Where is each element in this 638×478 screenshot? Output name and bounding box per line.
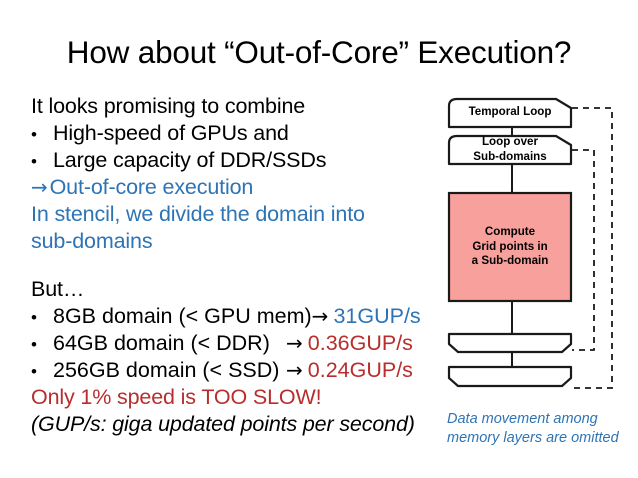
list-item: • High-speed of GPUs and [31,120,431,147]
node-compute-grid-points[interactable] [447,191,573,303]
but-label: But… [31,277,85,301]
node-inner-loop-end[interactable] [447,332,573,354]
node-loop-over-subdomains[interactable] [447,134,573,166]
conclusion-line: →Out-of-core execution [31,174,431,201]
inner-loop-back-connector [572,149,595,351]
node-label-loop-over-subdomains: Loop over Sub-domains [449,135,571,164]
node-outer-loop-end[interactable] [447,365,573,388]
too-slow-statement: Only 1% speed is TOO SLOW! [31,385,322,409]
perf-config-label: 8GB domain (< GPU mem) [53,304,312,328]
right-arrow-icon: → [31,175,48,199]
conclusion-label: Out-of-core execution [49,175,254,199]
table-row: • 8GB domain (< GPU mem) → 31GUP/s [31,303,431,330]
table-row: • 64GB domain (< DDR) → 0.36GUP/s [31,330,431,357]
list-item-label: Large capacity of DDR/SSDs [53,148,327,172]
perf-config-label: 256GB domain (< SSD) [53,358,280,382]
bullet-marker-icon: • [31,308,37,327]
body-text-column: It looks promising to combine • High-spe… [31,93,431,438]
node-label-line: a Sub-domain [471,254,549,267]
bullet-marker-icon: • [31,125,37,144]
node-temporal-loop[interactable] [447,97,573,129]
flowchart-caption-line: memory layers are omitted [447,430,619,446]
text-spacer [31,255,431,276]
node-label-line: Loop over [481,135,539,148]
stencil-line-1: In stencil, we divide the domain into [31,202,365,226]
perf-value: 0.36GUP/s [307,331,413,355]
node-label-line: Grid points in [472,239,548,253]
perf-value: 31GUP/s [333,304,421,328]
bullet-marker-icon: • [31,362,37,381]
flowchart-caption: Data movement among memory layers are om… [447,410,637,448]
page-title: How about “Out-of-Core” Execution? [66,34,572,70]
list-item-label: High-speed of GPUs and [53,121,289,145]
perf-config-label: 64GB domain (< DDR) [53,331,270,355]
bullet-marker-icon: • [31,335,37,354]
perf-value: 0.24GUP/s [307,358,413,382]
flowchart-caption-line: Data movement among [447,411,598,427]
node-label-compute-grid-points: Compute Grid points in a Sub-domain [449,225,571,269]
node-label-line: Sub-domains [473,149,547,163]
right-arrow-icon: → [311,304,329,328]
gups-definition-note: (GUP/s: giga updated points per second) [31,412,415,436]
node-label-temporal-loop: Temporal Loop [468,105,552,118]
node-label-line: Compute [484,225,536,238]
list-item: • Large capacity of DDR/SSDs [31,147,431,174]
bullet-marker-icon: • [31,152,37,171]
stencil-line-2: sub-domains [31,229,153,253]
table-row: • 256GB domain (< SSD) → 0.24GUP/s [31,357,431,384]
flowchart-diagram: Temporal Loop Loop over Sub-domains Comp… [436,92,634,398]
flowchart-svg [447,97,613,389]
right-arrow-icon: → [286,331,303,355]
outer-loop-back-connector [572,107,613,389]
right-arrow-icon: → [286,358,303,382]
intro-line: It looks promising to combine [31,94,306,118]
